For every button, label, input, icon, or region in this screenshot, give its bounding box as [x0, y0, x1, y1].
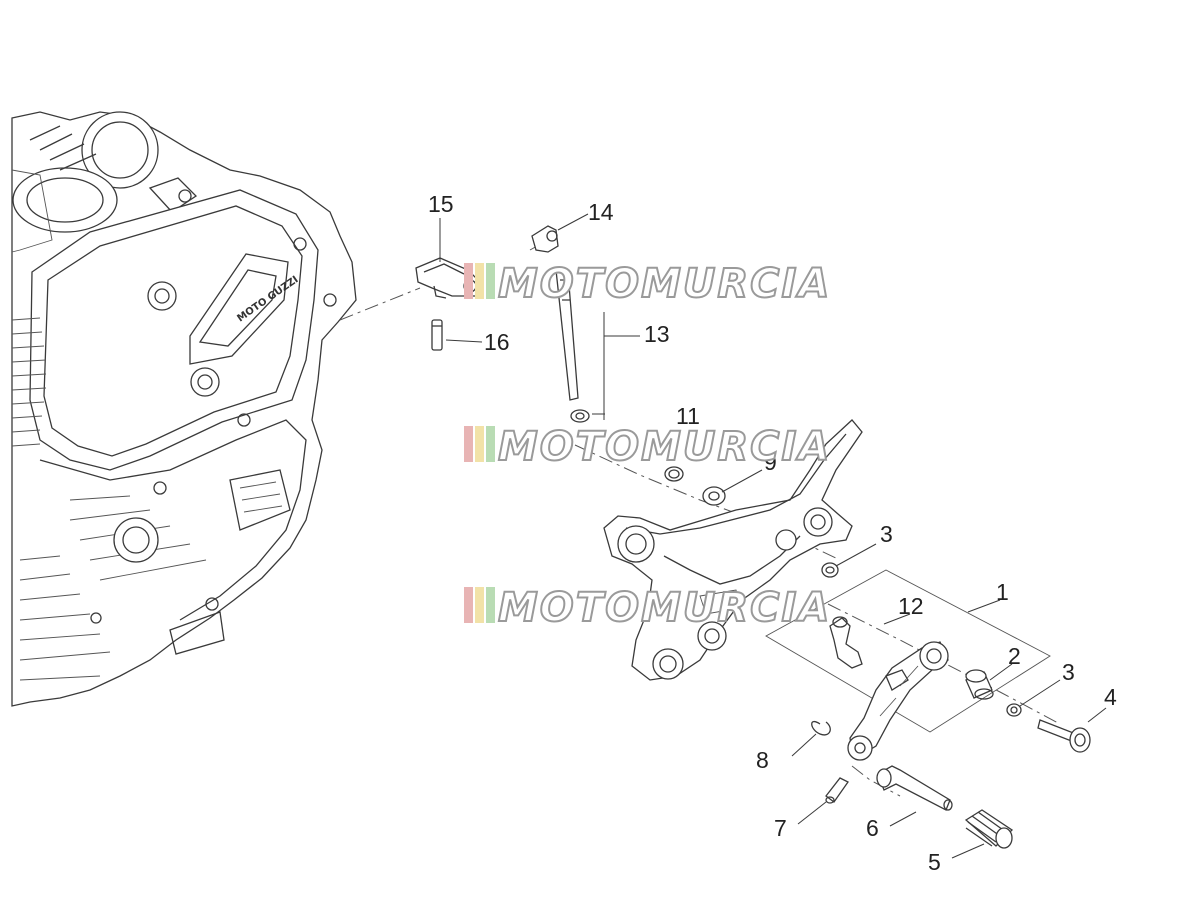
callout-9: 9	[764, 449, 777, 475]
callout-3-upper: 3	[880, 521, 893, 547]
callout-14: 14	[588, 199, 614, 225]
part-6-footpeg-pin	[876, 765, 953, 811]
watermark-stripe-yellow	[475, 426, 484, 462]
part-7-pin	[825, 777, 849, 804]
part-4-shoulder-bolt	[1037, 719, 1091, 753]
part-16-bolt	[431, 319, 443, 351]
part-9-washer	[702, 486, 726, 506]
watermark-2: MOTOMURCIA	[464, 423, 831, 471]
watermark-stripe-red	[464, 426, 473, 462]
watermark-stripe-green	[486, 263, 495, 299]
callout-1: 1	[996, 579, 1009, 605]
callout-labels: 15 14 16 13 11 9 3 1 12 2 3 4 8 7 6 5	[428, 191, 1117, 875]
callout-6: 6	[866, 815, 879, 841]
watermark-text: MOTOMURCIA	[498, 424, 831, 470]
part-14-ball-joint	[531, 225, 559, 253]
watermark-stripe-yellow	[475, 263, 484, 299]
callout-13: 13	[644, 321, 670, 347]
watermark-text: MOTOMURCIA	[498, 585, 831, 631]
engine-illustration: MOTO GUZZI	[11, 111, 357, 707]
part-8-clip	[811, 720, 831, 736]
watermark-3: MOTOMURCIA	[464, 584, 831, 632]
callout-4: 4	[1104, 684, 1117, 710]
footrest-bracket	[603, 419, 863, 681]
callout-2: 2	[1008, 643, 1021, 669]
assembly-axis-lines	[339, 239, 1061, 797]
watermark-stripe-red	[464, 587, 473, 623]
callout-3-lower: 3	[1062, 659, 1075, 685]
callout-5: 5	[928, 849, 941, 875]
callout-12: 12	[898, 593, 924, 619]
part-1-shift-lever	[847, 641, 949, 761]
part-2-bushing	[965, 669, 994, 700]
part-13-shift-rod	[555, 269, 579, 401]
callout-16: 16	[484, 329, 510, 355]
watermark-text: MOTOMURCIA	[498, 261, 831, 307]
watermark-stripe-green	[486, 426, 495, 462]
part-3-circlip-upper	[821, 562, 839, 578]
watermark-stripe-red	[464, 263, 473, 299]
part-11-nut	[570, 409, 590, 423]
callout-15: 15	[428, 191, 454, 217]
part-5-rubber-peg	[964, 809, 1014, 849]
callout-leaders	[439, 213, 1107, 859]
part-12-pivot-pin	[829, 616, 863, 669]
part-3-circlip-lower	[1006, 703, 1022, 717]
watermark-1: MOTOMURCIA	[464, 260, 831, 308]
watermark-stripe-yellow	[475, 587, 484, 623]
callout-7: 7	[774, 815, 787, 841]
watermark-stripe-green	[486, 587, 495, 623]
part-circlip-small	[664, 466, 684, 482]
callout-8: 8	[756, 747, 769, 773]
callout-11: 11	[676, 403, 700, 429]
